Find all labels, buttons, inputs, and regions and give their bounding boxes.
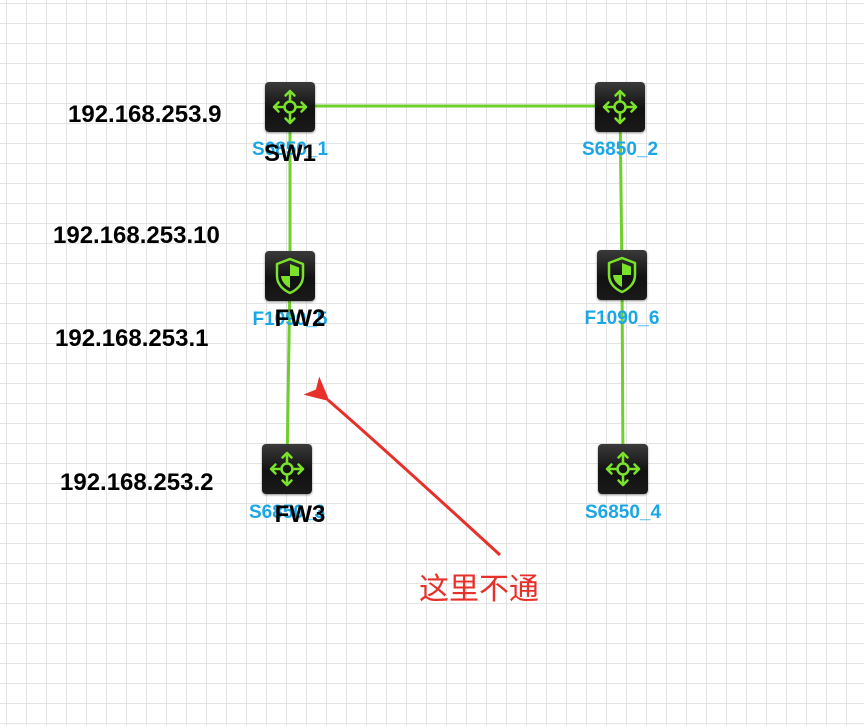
switch-s6850-1[interactable] — [265, 82, 315, 132]
ip-label-sw1: 192.168.253.9 — [68, 101, 222, 128]
ip-label-fw2-downstream: 192.168.253.1 — [55, 325, 209, 352]
device-label-f1090-5: F1090_5 — [252, 309, 328, 330]
device-label-s6850-4: S6850_4 — [584, 502, 662, 523]
switch-s6850-4[interactable] — [598, 444, 648, 494]
annotation-text: 这里不通 — [419, 572, 539, 607]
switch-icon — [602, 89, 638, 125]
firewall-f1090-6[interactable] — [597, 250, 647, 300]
device-name-sw1: SW1 — [263, 140, 317, 167]
firewall-f1090-5[interactable] — [265, 251, 315, 301]
firewall-icon — [607, 256, 637, 294]
ip-label-fw2-upstream: 192.168.253.10 — [53, 222, 220, 249]
device-name-fw3: FW3 — [274, 501, 326, 528]
annotation-arrow — [303, 376, 502, 557]
link-f1090-5-s6850-3[interactable] — [285, 275, 292, 469]
ip-label-fw3: 192.168.253.2 — [60, 469, 214, 496]
link-f1090-6-s6850-4[interactable] — [620, 274, 625, 470]
link-s6850-2-f1090-6[interactable] — [618, 105, 624, 276]
firewall-icon — [275, 257, 305, 295]
device-label-s6850-2: S6850_2 — [581, 139, 659, 160]
switch-icon — [269, 451, 305, 487]
device-label-f1090-6: F1090_6 — [584, 308, 660, 329]
switch-icon — [272, 89, 308, 125]
device-name-fw2: FW2 — [274, 305, 326, 332]
switch-s6850-3[interactable] — [262, 444, 312, 494]
switch-s6850-2[interactable] — [595, 82, 645, 132]
device-label-s6850-1: S6850_1 — [251, 139, 329, 160]
switch-icon — [605, 451, 641, 487]
device-label-s6850-3: S6850_3 — [248, 502, 326, 523]
